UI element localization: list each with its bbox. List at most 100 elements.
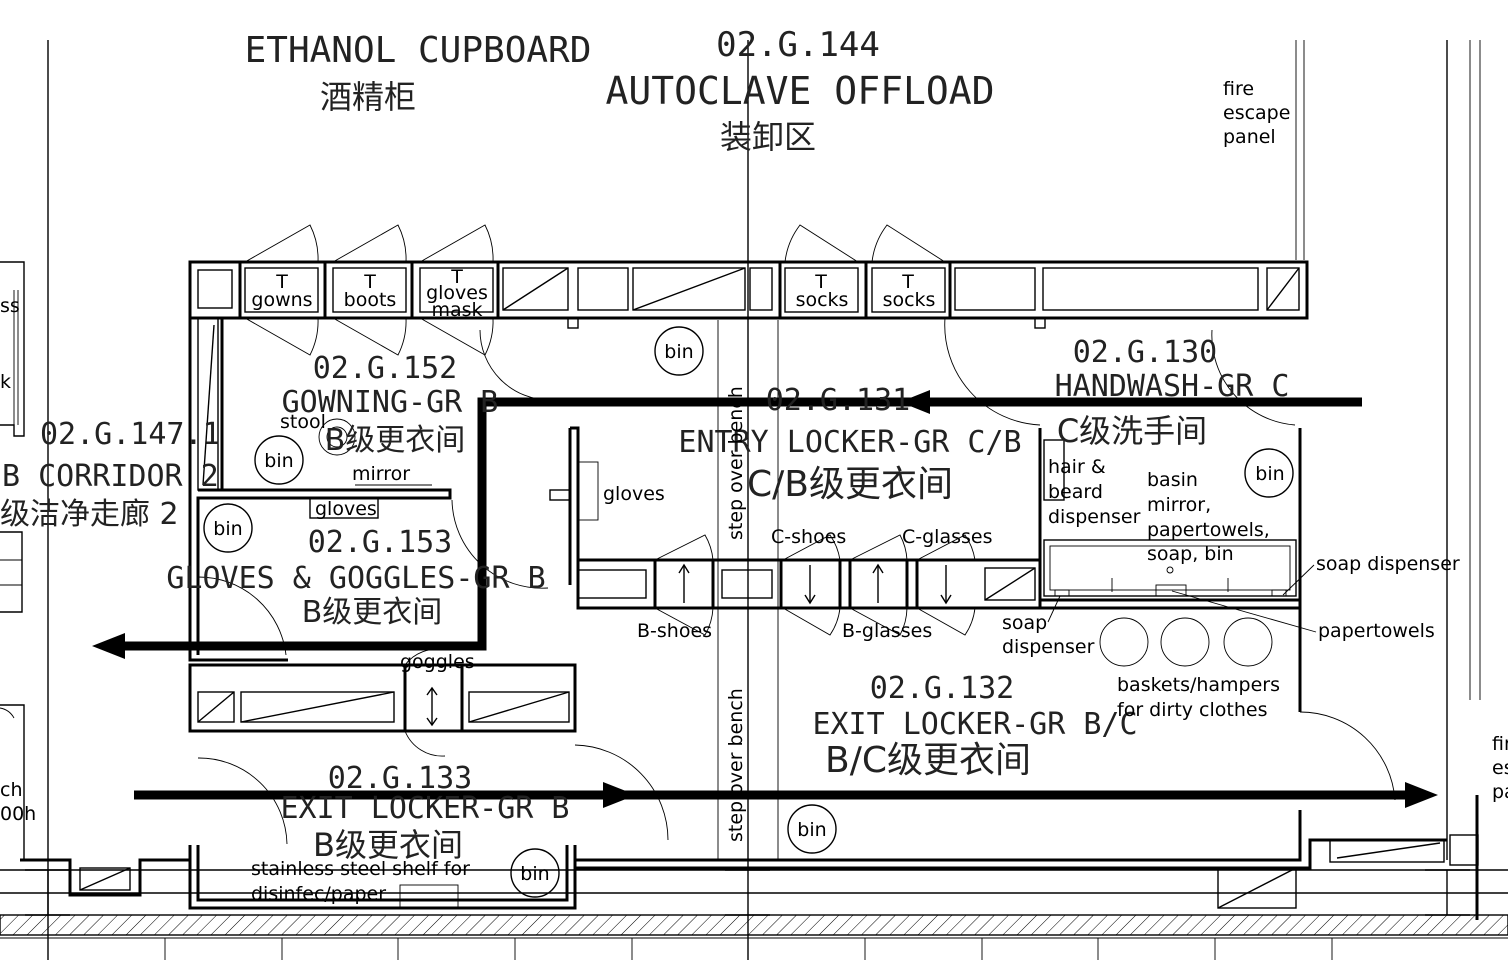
- arrow-head-right: [1405, 782, 1438, 808]
- soap-dispenser-left-2: dispenser: [1002, 636, 1095, 658]
- step-bench-top: step over bench: [725, 386, 747, 540]
- fire-panel-line1: fire: [1223, 78, 1254, 100]
- exit-b-code: 02.G.133: [328, 761, 473, 796]
- bin-label: bin: [264, 450, 293, 472]
- bin-circle: [1244, 448, 1294, 498]
- left-partial-walls: [0, 261, 25, 860]
- exit-bc-code: 02.G.132: [870, 671, 1015, 706]
- corridor-cn: 级洁净走廊 2: [0, 497, 179, 532]
- gowning-title: GOWNING-GR B: [282, 385, 499, 420]
- exit-bc-cn: B/C级更衣间: [825, 740, 1031, 781]
- cab-marker: T: [275, 271, 288, 293]
- gg-code: 02.G.153: [308, 525, 453, 560]
- top-cabinet-row: [188, 224, 1309, 356]
- autoclave-code: 02.G.144: [716, 25, 880, 65]
- papertowels-label: papertowels: [1318, 620, 1435, 642]
- hair-dispenser-2: beard: [1048, 481, 1103, 503]
- bin-circle: [203, 503, 253, 553]
- entry-title: ENTRY LOCKER-GR C/B: [678, 425, 1021, 460]
- flow-arrows: [92, 390, 1438, 808]
- b-glasses-label: B-glasses: [842, 620, 932, 642]
- bin-circle: [654, 326, 704, 376]
- exit-bc-title: EXIT LOCKER-GR B/C: [812, 707, 1137, 742]
- fire-panel-right-3: pa: [1492, 781, 1508, 803]
- cab-gloves: gloves: [426, 282, 488, 304]
- cab-gowns: gowns: [251, 289, 312, 311]
- shelf-2: disinfec/paper: [251, 883, 386, 905]
- structural-grid: [47, 40, 1481, 960]
- bin-circle: [787, 804, 837, 854]
- bins: [203, 326, 1294, 898]
- shelf-1: stainless steel shelf for: [251, 858, 470, 880]
- mirror-label: mirror: [352, 463, 410, 485]
- entry-code: 02.G.131: [766, 383, 911, 418]
- goggles-label: goggles: [400, 651, 475, 673]
- soap-dispenser-right: soap dispenser: [1316, 553, 1460, 575]
- bin-label: bin: [520, 863, 549, 885]
- baskets-2: for dirty clothes: [1117, 699, 1267, 721]
- b-shoes-label: B-shoes: [637, 620, 712, 642]
- fire-panel-line3: panel: [1223, 126, 1276, 148]
- cab-marker: T: [450, 266, 463, 288]
- arrow-head-left: [92, 633, 125, 659]
- basin-3: papertowels,: [1147, 519, 1270, 541]
- cab-mask: mask: [431, 299, 482, 321]
- fire-panel-right-1: fir: [1492, 733, 1508, 755]
- fire-panel-line2: escape: [1223, 102, 1290, 124]
- exit-b-title: EXIT LOCKER-GR B: [281, 791, 570, 826]
- stool-label: stool: [280, 411, 326, 433]
- cab-marker: T: [363, 271, 376, 293]
- handwash-code: 02.G.130: [1073, 335, 1218, 370]
- c-glasses-label: C-glasses: [902, 526, 993, 548]
- cab-marker: T: [814, 271, 827, 293]
- gloves-wall-label: gloves: [603, 483, 665, 505]
- cab-marker: T: [901, 271, 914, 293]
- basin-4: soap, bin: [1147, 543, 1234, 565]
- hair-dispenser-1: hair &: [1048, 456, 1106, 478]
- lower-walls: [20, 648, 1479, 920]
- gloves-shelf-label: gloves: [315, 498, 377, 520]
- bin-circle: [510, 848, 560, 898]
- corridor-title: B CORRIDOR 2: [2, 459, 219, 494]
- autoclave-cn: 装卸区: [720, 118, 816, 156]
- partial-ss: ss: [0, 295, 20, 317]
- bin-label: bin: [664, 341, 693, 363]
- cab-boots: boots: [344, 289, 397, 311]
- bin-label: bin: [213, 518, 242, 540]
- entry-cn: C/B级更衣间: [747, 464, 953, 505]
- arrow-head-mid: [603, 782, 636, 808]
- fire-panel-right-2: es: [1492, 757, 1508, 779]
- ethanol-cn: 酒精柜: [320, 78, 416, 116]
- gowning-walls: [188, 262, 551, 662]
- soap-dispenser-left-1: soap: [1002, 612, 1047, 634]
- basin-2: mirror,: [1147, 494, 1211, 516]
- room-labels: ETHANOL CUPBOARD 酒精柜 02.G.144 AUTOCLAVE …: [0, 25, 1289, 864]
- ethanol-title: ETHANOL CUPBOARD: [245, 30, 592, 71]
- baskets-1: baskets/hampers: [1117, 674, 1280, 696]
- bin-label: bin: [1255, 463, 1284, 485]
- handwash-cn: C级洗手间: [1057, 412, 1207, 450]
- step-bench-bottom: step over bench: [725, 688, 747, 842]
- handwash-title: HANDWASH-GR C: [1055, 369, 1290, 404]
- c-shoes-label: C-shoes: [771, 526, 846, 548]
- bin-circle: [254, 435, 304, 485]
- gowning-cn: B级更衣间: [325, 423, 466, 458]
- bin-label: bin: [797, 819, 826, 841]
- exit-b-cn: B级更衣间: [313, 826, 463, 864]
- handwash-walls: [944, 317, 1396, 801]
- partial-ch: ch: [0, 779, 23, 801]
- cab-socks: socks: [796, 289, 849, 311]
- basin-1: basin: [1147, 469, 1198, 491]
- arrow-head-entry: [900, 390, 930, 414]
- gowning-code: 02.G.152: [313, 351, 458, 386]
- hair-dispenser-3: dispenser: [1048, 506, 1141, 528]
- facade-wall: [0, 869, 1508, 960]
- autoclave-title: AUTOCLAVE OFFLOAD: [606, 69, 995, 113]
- stool-circle: [318, 418, 356, 456]
- partial-k: k: [0, 371, 11, 393]
- partial-00h: 00h: [0, 803, 36, 825]
- cab-socks: socks: [883, 289, 936, 311]
- gg-cn: B级更衣间: [302, 595, 443, 630]
- gg-title: GLOVES & GOGGLES-GR B: [166, 561, 545, 596]
